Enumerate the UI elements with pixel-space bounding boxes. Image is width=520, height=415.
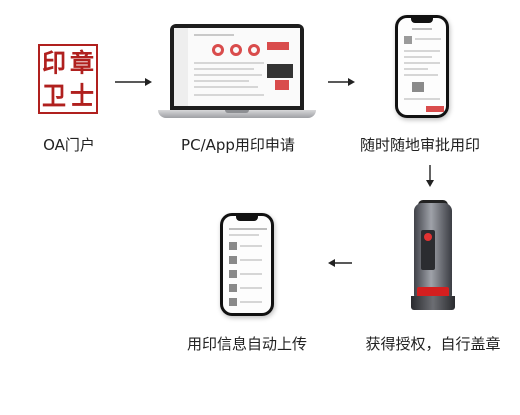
upload-phone-illustration xyxy=(220,213,274,316)
arrow-mobile-to-device xyxy=(426,165,434,187)
laptop-base xyxy=(158,110,316,118)
approval-phone-illustration xyxy=(395,15,449,118)
arrow-device-to-upload xyxy=(328,259,352,267)
seal-guard-logo: 印 章 卫 士 xyxy=(38,44,98,114)
step-label-pc-app-request: PC/App用印申请 xyxy=(181,136,295,154)
logo-char-2: 章 xyxy=(70,46,94,78)
step-label-auto-upload: 用印信息自动上传 xyxy=(186,335,307,353)
laptop-hinge xyxy=(225,110,249,113)
step-label-authorize-seal: 获得授权，自行盖章 xyxy=(365,335,501,353)
upload-phone-screen xyxy=(223,216,271,313)
device-stand xyxy=(411,296,455,310)
step-label-oa-portal: OA门户 xyxy=(43,136,95,154)
laptop-illustration xyxy=(170,24,304,110)
logo-char-3: 卫 xyxy=(42,79,66,111)
arrow-pc-to-mobile xyxy=(328,78,355,86)
laptop-dashboard-screen xyxy=(174,28,300,106)
logo-char-4: 士 xyxy=(70,79,94,111)
device-status-light-icon xyxy=(424,233,432,241)
logo-char-1: 印 xyxy=(42,46,66,78)
approval-phone-screen xyxy=(398,18,446,115)
step-label-mobile-approval: 随时随地审批用印 xyxy=(359,136,480,154)
arrow-oa-to-pc xyxy=(115,78,152,86)
